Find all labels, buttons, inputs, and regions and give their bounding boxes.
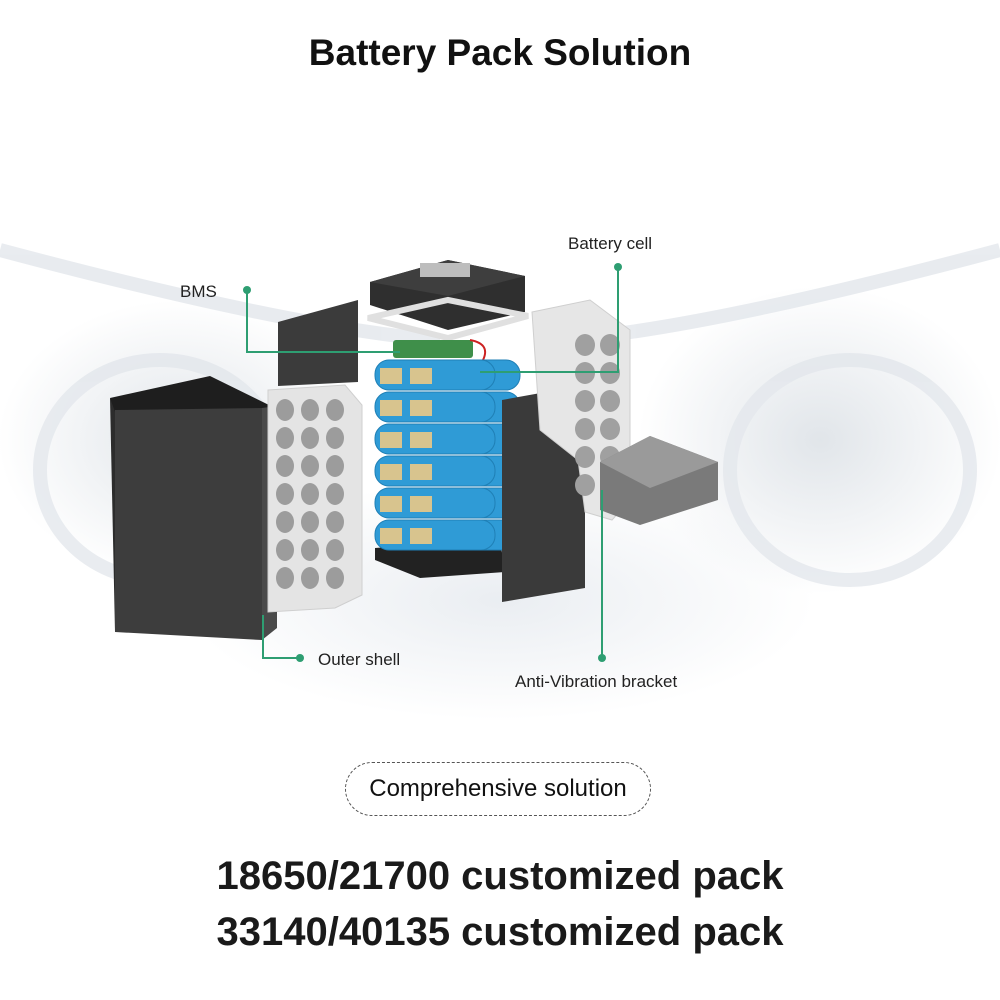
nickel-strip	[380, 496, 402, 512]
battery-cell	[374, 519, 496, 551]
bracket-hole	[326, 399, 344, 421]
bracket-hole	[326, 455, 344, 477]
bracket-hole	[326, 427, 344, 449]
insulation-sheet-left	[278, 300, 358, 386]
bracket-hole	[600, 418, 620, 440]
nickel-strip	[410, 528, 432, 544]
bracket-hole	[276, 427, 294, 449]
bracket-hole	[575, 390, 595, 412]
comprehensive-solution-badge: Comprehensive solution	[345, 762, 651, 816]
nickel-strip	[410, 432, 432, 448]
bracket-hole	[301, 427, 319, 449]
bracket-hole	[600, 390, 620, 412]
label-bms: BMS	[180, 282, 217, 301]
outer-shell	[110, 376, 277, 640]
nickel-strip	[410, 464, 432, 480]
nickel-strip	[380, 368, 402, 384]
nickel-strip	[410, 496, 432, 512]
pack-line-1: 18650/21700 customized pack	[216, 854, 784, 898]
end-tray	[600, 436, 718, 525]
bracket-left	[267, 384, 363, 613]
bracket-hole	[326, 539, 344, 561]
bracket-hole	[575, 446, 595, 468]
bracket-hole	[301, 539, 319, 561]
nickel-strip	[410, 368, 432, 384]
bracket-hole	[276, 399, 294, 421]
bracket-hole	[276, 511, 294, 533]
battery-cell	[374, 359, 496, 391]
bracket-hole	[326, 483, 344, 505]
bracket-hole	[301, 511, 319, 533]
pack-line-2: 33140/40135 customized pack	[216, 910, 784, 954]
outer-shell-marker-dot	[296, 654, 304, 662]
bms-box	[367, 260, 529, 363]
nickel-strip	[410, 400, 432, 416]
anti-vibration-marker-dot	[598, 654, 606, 662]
battery-cell	[374, 391, 496, 423]
bracket-hole	[575, 418, 595, 440]
bracket-hole	[276, 483, 294, 505]
nickel-strip	[380, 528, 402, 544]
bracket-hole	[575, 334, 595, 356]
battery-cell	[374, 455, 496, 487]
battery-cell	[374, 423, 496, 455]
bracket-hole	[301, 455, 319, 477]
bracket-hole	[575, 474, 595, 496]
label-outer-shell: Outer shell	[318, 650, 401, 669]
leader-lines	[246, 267, 619, 659]
nickel-strip	[380, 400, 402, 416]
nickel-strip	[380, 464, 402, 480]
battery-cells	[374, 359, 521, 551]
bracket-hole	[326, 567, 344, 589]
battery-cell-marker-dot	[614, 263, 622, 271]
nickel-strip	[380, 432, 402, 448]
bracket-hole	[301, 483, 319, 505]
bracket-hole	[301, 399, 319, 421]
label-anti-vibration-bracket: Anti-Vibration bracket	[515, 672, 678, 691]
bracket-hole	[301, 567, 319, 589]
bracket-hole	[276, 539, 294, 561]
page-title: Battery Pack Solution	[308, 32, 692, 73]
bracket-hole	[276, 567, 294, 589]
bracket-hole	[600, 334, 620, 356]
bracket-hole	[276, 455, 294, 477]
bms-marker-dot	[243, 286, 251, 294]
label-battery-cell: Battery cell	[568, 234, 653, 253]
bracket-hole	[326, 511, 344, 533]
battery-cell	[374, 487, 496, 519]
